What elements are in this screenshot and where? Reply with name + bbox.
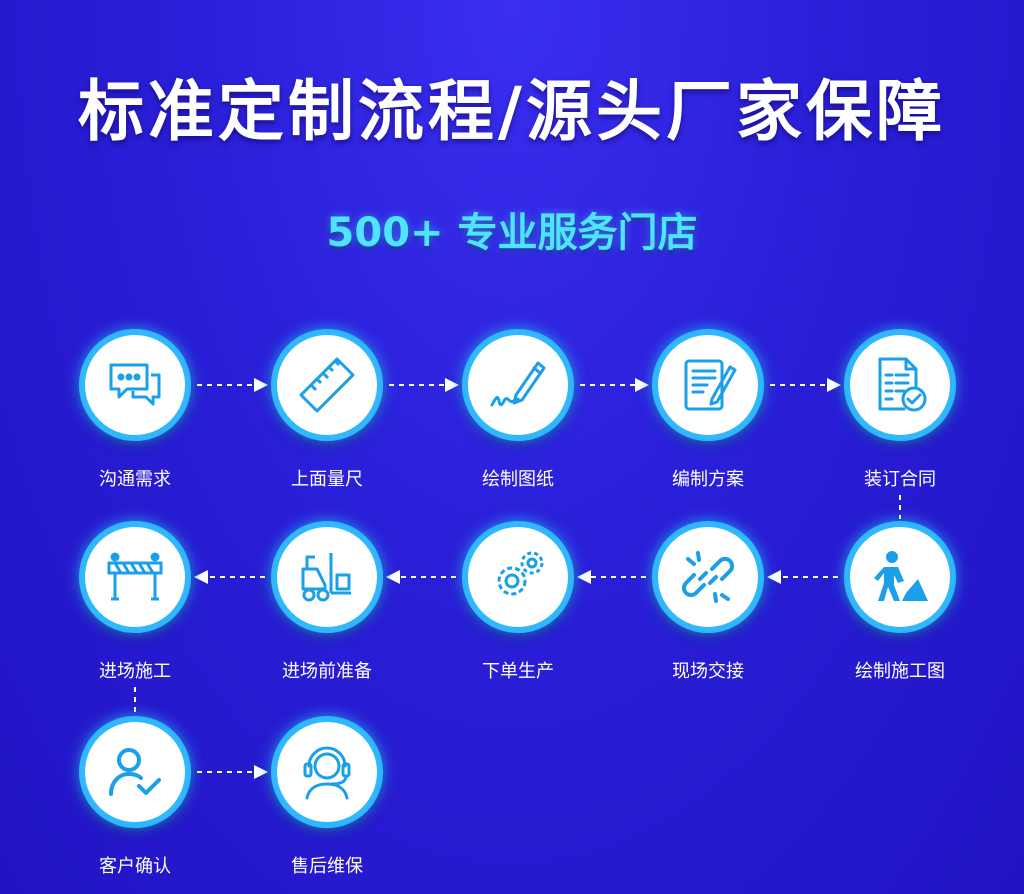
process-step: 绘制图纸 [443, 329, 593, 491]
contract-check-icon [844, 329, 956, 441]
document-pen-icon [652, 329, 764, 441]
process-step: 现场交接 [633, 521, 783, 683]
process-step: 上面量尺 [252, 329, 402, 491]
pencil-signature-icon [462, 329, 574, 441]
step-label: 客户确认 [99, 856, 171, 877]
process-step: 售后维保 [252, 716, 402, 878]
process-step: 沟通需求 [60, 329, 210, 491]
construction-worker-icon [844, 521, 956, 633]
step-label: 现场交接 [672, 661, 744, 682]
step-label: 编制方案 [672, 469, 744, 490]
barrier-icon [79, 521, 191, 633]
headset-icon [271, 716, 383, 828]
step-label: 售后维保 [291, 856, 363, 877]
chat-bubbles-icon [79, 329, 191, 441]
step-label: 进场施工 [99, 661, 171, 682]
step-label: 上面量尺 [291, 469, 363, 490]
gears-icon [462, 521, 574, 633]
step-label: 装订合同 [864, 469, 936, 490]
user-check-icon [79, 716, 191, 828]
page-subtitle: 500+ 专业服务门店 [326, 210, 698, 256]
process-step: 编制方案 [633, 329, 783, 491]
page-title: 标准定制流程/源头厂家保障 [77, 73, 947, 150]
process-step: 客户确认 [60, 716, 210, 878]
process-step: 进场前准备 [252, 521, 402, 683]
process-step: 下单生产 [443, 521, 593, 683]
process-step: 装订合同 [825, 329, 975, 491]
broken-link-icon [652, 521, 764, 633]
process-step: 绘制施工图 [825, 521, 975, 683]
process-step: 进场施工 [60, 521, 210, 683]
step-label: 进场前准备 [282, 661, 372, 682]
step-label: 沟通需求 [99, 469, 171, 490]
step-label: 下单生产 [482, 661, 554, 682]
ruler-icon [271, 329, 383, 441]
step-label: 绘制图纸 [482, 469, 554, 490]
forklift-icon [271, 521, 383, 633]
step-label: 绘制施工图 [855, 661, 945, 682]
